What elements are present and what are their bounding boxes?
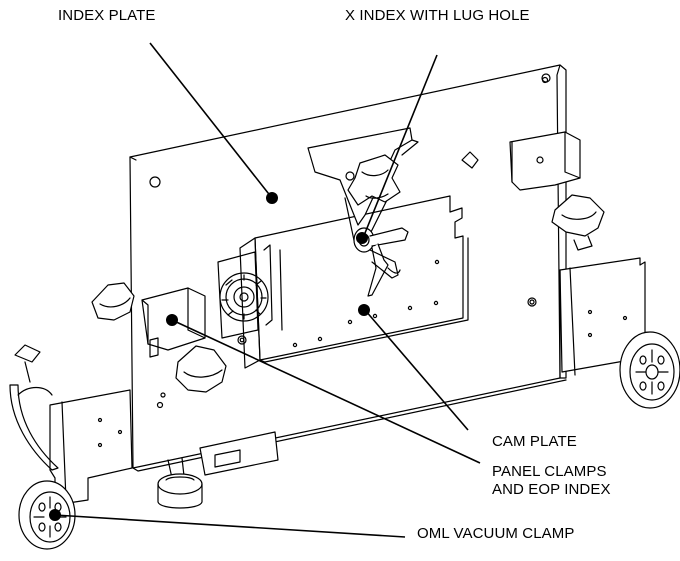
dot-panel-clamps bbox=[166, 314, 178, 326]
panel-clamps-line2: AND EOP INDEX bbox=[492, 481, 611, 498]
left-rear-knob bbox=[91, 282, 135, 321]
left-rod bbox=[9, 344, 59, 471]
cam-plate-label: CAM PLATE bbox=[492, 433, 577, 450]
leader-cam-plate bbox=[364, 309, 469, 431]
x-index-label: X INDEX WITH LUG HOLE bbox=[345, 7, 530, 24]
index-plate-label: INDEX PLATE bbox=[58, 7, 156, 24]
index-plate-outline bbox=[129, 64, 567, 472]
bottom-foot bbox=[157, 431, 279, 509]
panel-clamps-label: PANEL CLAMPS AND EOP INDEX bbox=[492, 463, 611, 499]
leader-oml-vacuum bbox=[54, 514, 406, 538]
right-knob bbox=[551, 194, 605, 251]
right-vacuum-disc bbox=[619, 331, 680, 409]
leader-panel-clamps bbox=[171, 319, 481, 464]
dot-cam-plate bbox=[358, 304, 370, 316]
right-top-clamp-block bbox=[461, 131, 581, 191]
gear-mechanism bbox=[217, 244, 273, 345]
dot-x-index bbox=[356, 232, 368, 244]
left-vacuum-disc bbox=[18, 480, 76, 550]
dot-index-plate bbox=[266, 192, 278, 204]
left-front-knob bbox=[175, 345, 227, 393]
left-rail bbox=[49, 389, 133, 506]
dot-oml-vacuum bbox=[49, 509, 61, 521]
panel-clamps-line1: PANEL CLAMPS bbox=[492, 463, 607, 480]
leader-index-plate bbox=[149, 42, 273, 199]
oml-vacuum-clamp-label: OML VACUUM CLAMP bbox=[417, 525, 575, 542]
leader-x-index bbox=[362, 54, 438, 239]
